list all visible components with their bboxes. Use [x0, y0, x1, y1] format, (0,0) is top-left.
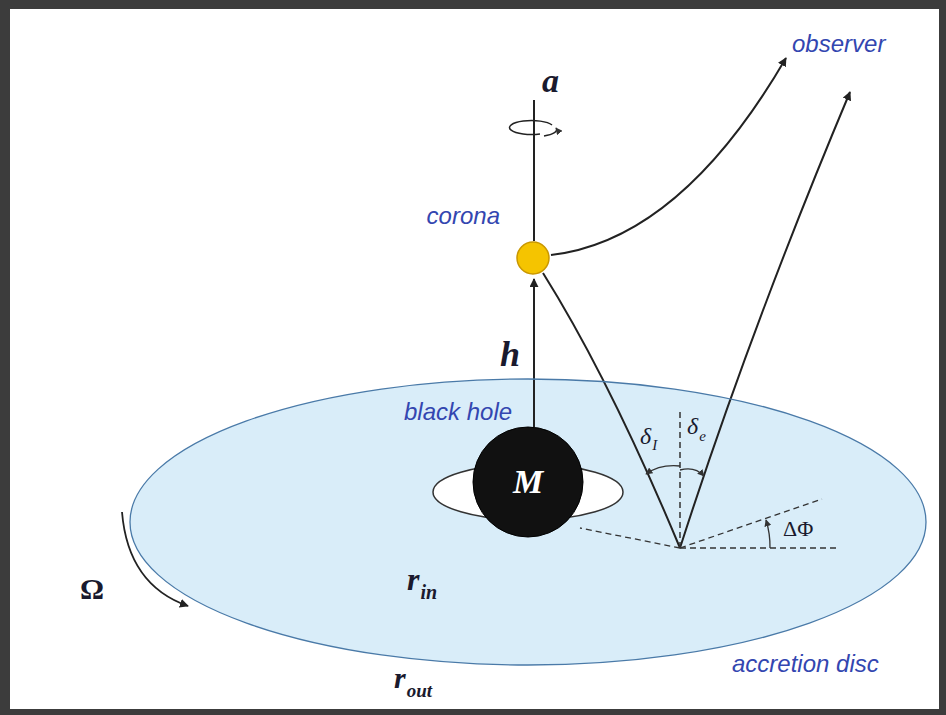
disc-rotation-arrow [122, 512, 188, 606]
direct-ray [551, 58, 786, 255]
height-label: h [500, 336, 520, 372]
spin-parameter: a [542, 64, 559, 98]
black-hole-label: black hole [404, 400, 512, 424]
radius-subscript: out [407, 681, 432, 700]
node-outline [516, 241, 550, 275]
observer-label: observer [792, 32, 885, 56]
radial-dash [580, 528, 680, 548]
azimuth-arc [766, 520, 770, 548]
angle-subscript: I [652, 438, 657, 453]
black-hole: M [473, 427, 583, 537]
height-arrow [533, 279, 535, 427]
reference-dash [680, 547, 838, 548]
reflected-ray [680, 92, 850, 548]
radius-symbol: r [407, 563, 419, 595]
disc-outline [130, 379, 926, 665]
rotation-arrow [544, 128, 557, 136]
emission-arc [680, 469, 704, 476]
angle-symbol: δ [687, 414, 698, 438]
canvas [10, 9, 939, 709]
angular-velocity: Ω [80, 574, 104, 604]
azimuth-dash [680, 499, 822, 548]
radius-subscript: in [420, 582, 437, 602]
node-label: corona [427, 204, 500, 228]
disc-normal [679, 412, 681, 548]
azimuth-label: ΔΦ [783, 518, 813, 540]
node-label: accretion disc [732, 652, 879, 676]
corona-sphere [517, 242, 549, 274]
angle-symbol: δ [640, 424, 651, 448]
angle-subscript: e [699, 429, 706, 444]
node-label: M [513, 465, 543, 499]
incidence-arc [646, 466, 680, 474]
rotation-ellipse [510, 121, 552, 135]
disc-fill [130, 379, 926, 665]
corona-source: corona [516, 241, 550, 275]
black-hole-disc [473, 427, 583, 537]
radius-symbol: r [394, 663, 406, 693]
